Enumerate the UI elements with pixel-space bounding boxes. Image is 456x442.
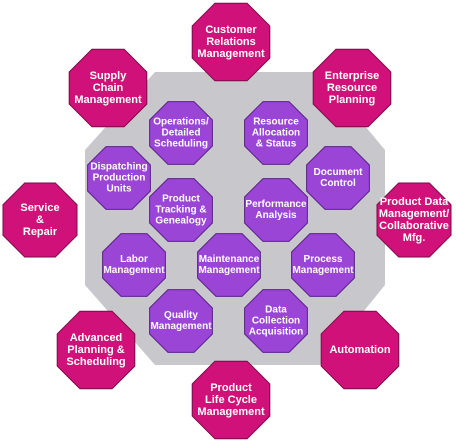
node-product-data-octagon (376, 182, 452, 258)
node-service-repair: Service&Repair (2, 182, 78, 258)
node-dispatching-octagon (87, 146, 151, 210)
node-advanced-planning-octagon (56, 310, 136, 390)
node-operations-scheduling-octagon (149, 101, 213, 165)
node-maintenance-management-octagon (197, 233, 261, 297)
node-product-tracking-octagon (149, 178, 213, 242)
node-resource-allocation-octagon (244, 101, 308, 165)
node-process-management-octagon (291, 233, 355, 297)
node-performance-analysis-octagon (244, 178, 308, 242)
node-service-repair-octagon (2, 182, 78, 258)
node-automation-octagon (320, 310, 400, 390)
node-customer-relations-octagon (191, 2, 271, 82)
node-supply-chain-octagon (68, 48, 148, 128)
node-document-control-octagon (306, 146, 370, 210)
node-data-collection-octagon (244, 289, 308, 353)
node-quality-management-octagon (149, 289, 213, 353)
node-labor-management-octagon (102, 233, 166, 297)
node-product-life-cycle-octagon (191, 360, 271, 440)
node-automation: Automation (320, 310, 400, 390)
node-enterprise-resource-octagon (312, 48, 392, 128)
